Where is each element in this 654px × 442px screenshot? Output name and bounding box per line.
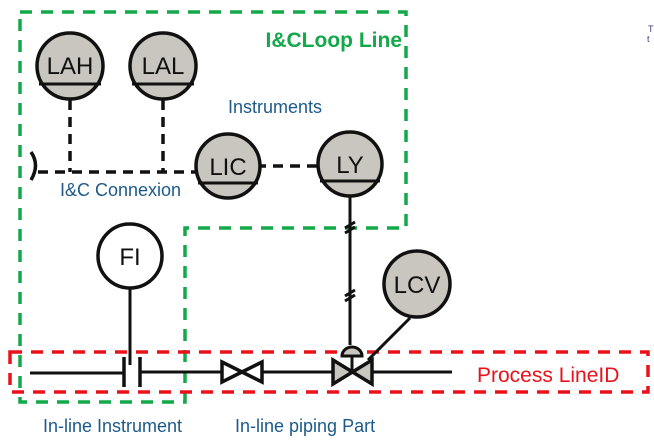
process-line-boundary <box>8 350 650 394</box>
process-pipe <box>30 370 452 375</box>
gate-valve-icon <box>220 359 264 385</box>
instrument-lic[interactable]: LIC <box>194 132 262 200</box>
corner-text-fragment: t <box>647 34 650 44</box>
instrument-lcv[interactable]: LCV <box>382 249 452 319</box>
instrument-tag: LAH <box>47 53 94 80</box>
instrument-tag: LAL <box>142 53 185 80</box>
signal-lines <box>38 100 318 174</box>
instruments-label: Instruments <box>228 97 322 117</box>
corner-text-fragment: T <box>648 24 654 34</box>
instrument-tag: LY <box>336 152 364 179</box>
instrument-fi[interactable]: FI <box>96 222 164 290</box>
instrument-tag: LIC <box>209 154 246 181</box>
instrument-lah[interactable]: LAH <box>35 31 105 101</box>
inline-instrument-label: In-line Instrument <box>43 416 182 436</box>
offpage-connector-icon <box>29 151 38 181</box>
control-valve-icon <box>331 345 374 388</box>
instrument-tag: LCV <box>394 272 441 299</box>
instrument-lal[interactable]: LAL <box>128 31 198 101</box>
pneumatic-line <box>344 196 356 345</box>
ic-loop-boundary <box>18 10 408 404</box>
loop-line-label: I&CLoop Line <box>266 29 402 52</box>
inline-piping-label: In-line piping Part <box>235 416 375 436</box>
lcv-leader-line <box>366 316 412 362</box>
instrument-tag: FI <box>119 244 140 271</box>
instrument-ly[interactable]: LY <box>316 130 384 198</box>
process-line-label: Process LineID <box>477 364 619 387</box>
connexion-label: I&C Connexion <box>60 180 181 200</box>
orifice-plate-icon <box>122 357 142 387</box>
